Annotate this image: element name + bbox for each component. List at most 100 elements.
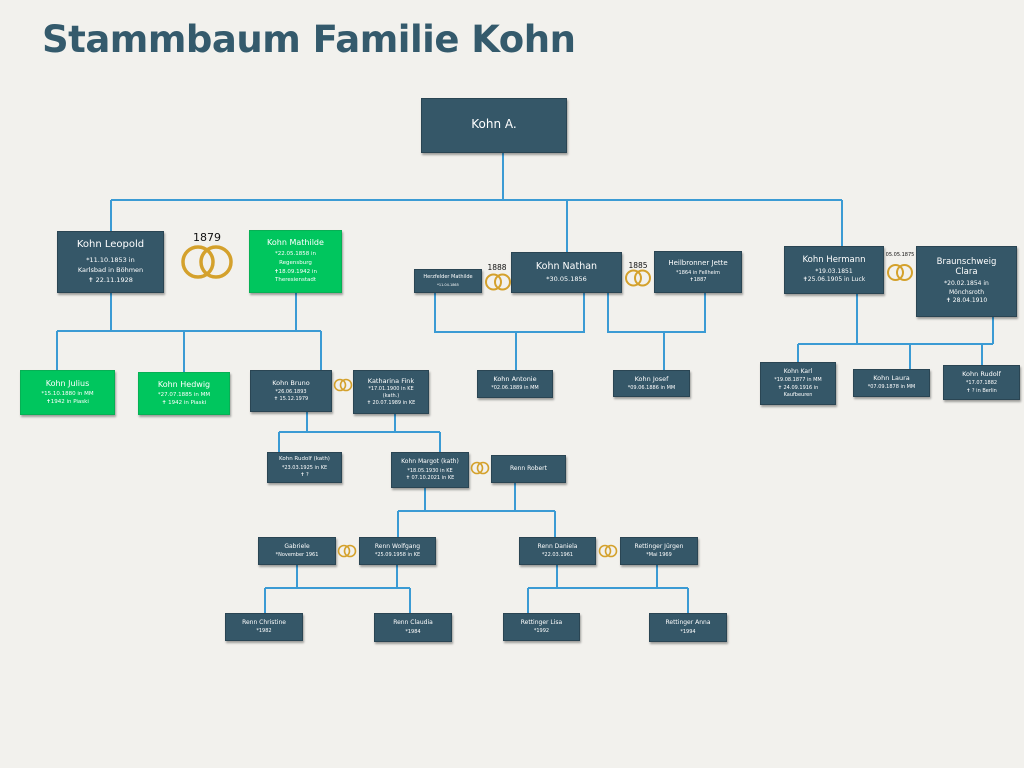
- marriage-year-nathan-heilbronner: 1885: [628, 261, 648, 270]
- person-death: ✝25.06.1905 in Luck: [802, 276, 866, 284]
- person-kohn-mathilde[interactable]: Kohn Mathilde *22.05.1858 in Regensburg …: [249, 230, 342, 293]
- person-death: ✝1887: [689, 277, 707, 284]
- person-kohn-bruno[interactable]: Kohn Bruno *26.06.1893 ✝ 15.12.1979: [250, 370, 332, 412]
- marriage-year-herzfelder-nathan: 1888: [487, 263, 507, 272]
- person-birth: *1864 in Fellheim: [676, 270, 720, 277]
- person-birth: *09.06.1886 in MM: [627, 384, 676, 391]
- person-birth: *26.06.1893: [275, 388, 307, 395]
- person-kohn-nathan[interactable]: Kohn Nathan *30.05.1856: [511, 252, 622, 293]
- person-kohn-karl[interactable]: Kohn Karl *19.08.1877 in MM ✝ 24.09.1916…: [760, 362, 836, 405]
- person-death: ✝ 20.07.1989 in KE: [366, 400, 416, 407]
- person-name: Kohn A.: [471, 116, 517, 131]
- person-name: Kohn Laura: [873, 374, 910, 383]
- person-rettinger-juergen[interactable]: Rettinger Jürgen *Mai 1969: [620, 537, 698, 565]
- person-name: Kohn Rudolf: [962, 370, 1001, 379]
- wedding-rings-icon: [333, 378, 353, 392]
- person-name: Kohn Hermann: [802, 255, 866, 265]
- wedding-rings-icon: [887, 264, 913, 281]
- person-name: Kohn Bruno: [272, 378, 310, 387]
- person-kohn-rudolf[interactable]: Kohn Rudolf *17.07.1882 ✝ ? in Berlin: [943, 365, 1020, 400]
- person-death: ✝ 22.11.1928: [88, 275, 133, 284]
- person-birth: *18.05.1930 in KE: [407, 467, 453, 474]
- person-name: Kohn Julius: [45, 378, 90, 388]
- person-renn-wolfgang[interactable]: Renn Wolfgang *25.09.1958 in KE: [359, 537, 436, 565]
- person-name: Katharina Fink: [367, 376, 415, 385]
- person-katharina-fink[interactable]: Katharina Fink *17.01.1900 in KE (kath.)…: [353, 370, 429, 414]
- person-birth: *Mai 1969: [646, 552, 672, 559]
- person-birth: *20.02.1854 in: [944, 280, 989, 288]
- person-birth: *19.03.1851: [815, 267, 853, 275]
- person-death: ✝ 24.09.1916 in: [777, 384, 819, 391]
- person-death: ✝ 1942 in Piaski: [161, 399, 207, 406]
- person-kohn-julius[interactable]: Kohn Julius *15.10.1880 in MM ✝1942 in P…: [20, 370, 115, 415]
- person-death: ✝18.09.1942 in: [274, 268, 317, 275]
- person-birth: *1982: [256, 628, 272, 635]
- person-gabriele[interactable]: Gabriele *November 1961: [258, 537, 336, 565]
- person-kohn-laura[interactable]: Kohn Laura *07.09.1878 in MM: [853, 369, 930, 397]
- person-name: Kohn Margot (kath): [401, 458, 459, 465]
- person-birth: *1994: [680, 628, 696, 635]
- person-death: ✝1942 in Piaski: [46, 398, 89, 405]
- marriage-year-hermann-braunschweig: 05.05.1875: [885, 252, 915, 258]
- person-renn-robert[interactable]: Renn Robert: [491, 455, 566, 483]
- person-name: Braunschweig Clara: [936, 256, 997, 278]
- person-renn-claudia[interactable]: Renn Claudia *1984: [374, 613, 452, 642]
- person-death: ✝ ? in Berlin: [966, 387, 997, 394]
- person-birth: *27.07.1885 in MM: [157, 391, 211, 398]
- person-birth: *22.03.1961: [541, 552, 574, 559]
- person-name: Gabriele: [284, 542, 310, 550]
- person-name: Herzfelder Mathilde: [423, 274, 473, 281]
- person-birth: *17.07.1882: [965, 380, 998, 387]
- person-kohn-hermann[interactable]: Kohn Hermann *19.03.1851 ✝25.06.1905 in …: [784, 246, 884, 294]
- person-birth: *15.10.1880 in MM: [41, 390, 94, 397]
- person-death: ✝ ?: [300, 471, 309, 478]
- person-birth: *07.09.1878 in MM: [867, 384, 916, 391]
- person-rettinger-anna[interactable]: Rettinger Anna *1994: [649, 613, 727, 642]
- person-name: Kohn Karl: [783, 367, 813, 375]
- person-kohn-rudolf-kath[interactable]: Kohn Rudolf (kath) *23.03.1925 in KE ✝ ?: [267, 452, 342, 483]
- person-birth: *11.04.1865: [437, 282, 459, 287]
- person-birth: *30.05.1856: [546, 275, 587, 284]
- person-name: Rettinger Anna: [665, 619, 711, 627]
- person-herzfelder-mathilde[interactable]: Herzfelder Mathilde *11.04.1865: [414, 269, 482, 293]
- person-kohn-a[interactable]: Kohn A.: [421, 98, 567, 153]
- person-birth: *November 1961: [275, 552, 319, 559]
- person-name: Renn Christine: [242, 618, 286, 626]
- person-kohn-leopold[interactable]: Kohn Leopold *11.10.1853 in Karlsbad in …: [57, 231, 164, 293]
- person-birth: *17.01.1900 in KE: [368, 385, 414, 392]
- person-renn-daniela[interactable]: Renn Daniela *22.03.1961: [519, 537, 596, 565]
- person-birth-place: Mönchsroth: [948, 288, 985, 296]
- person-braunschweig-clara[interactable]: Braunschweig Clara *20.02.1854 in Mönchs…: [916, 246, 1017, 317]
- person-name: Kohn Leopold: [76, 239, 145, 251]
- person-name: Renn Claudia: [393, 619, 433, 627]
- person-heilbronner-jette[interactable]: Heilbronner Jette *1864 in Fellheim ✝188…: [654, 251, 742, 293]
- person-birth: *11.10.1853 in: [86, 255, 135, 264]
- person-name: Renn Daniela: [537, 542, 578, 550]
- person-name: Kohn Antonie: [493, 375, 537, 384]
- person-birth-place: Regensburg: [279, 259, 312, 266]
- person-birth-place: Karlsbad in Böhmen: [77, 265, 144, 274]
- person-name: Renn Wolfgang: [374, 542, 421, 550]
- person-death: ✝ 15.12.1979: [273, 396, 309, 403]
- person-death-place: Kaufbeuren: [783, 391, 813, 398]
- person-name: Kohn Rudolf (kath): [279, 455, 330, 462]
- person-death: ✝ 28.04.1910: [945, 297, 988, 305]
- person-name: Kohn Josef: [634, 374, 669, 383]
- person-rettinger-lisa[interactable]: Rettinger Lisa *1992: [503, 613, 580, 641]
- wedding-rings-icon: [470, 461, 490, 475]
- person-renn-christine[interactable]: Renn Christine *1982: [225, 613, 303, 641]
- wedding-rings-icon: [181, 245, 233, 279]
- person-birth: *22.05.1858 in: [274, 251, 316, 258]
- person-kohn-margot-kath[interactable]: Kohn Margot (kath) *18.05.1930 in KE ✝ 0…: [391, 452, 469, 488]
- person-birth: *1984: [405, 628, 421, 635]
- wedding-rings-icon: [625, 269, 651, 287]
- person-name: Renn Robert: [510, 465, 547, 473]
- person-kohn-josef[interactable]: Kohn Josef *09.06.1886 in MM: [613, 370, 690, 397]
- person-name: Rettinger Lisa: [520, 618, 563, 626]
- person-kohn-antonie[interactable]: Kohn Antonie *02.06.1889 in MM: [477, 370, 553, 398]
- person-name: Kohn Hedwig: [157, 379, 211, 389]
- person-religion: (kath.): [382, 392, 400, 399]
- person-kohn-hedwig[interactable]: Kohn Hedwig *27.07.1885 in MM ✝ 1942 in …: [138, 372, 230, 415]
- person-birth: *02.06.1889 in MM: [491, 385, 539, 392]
